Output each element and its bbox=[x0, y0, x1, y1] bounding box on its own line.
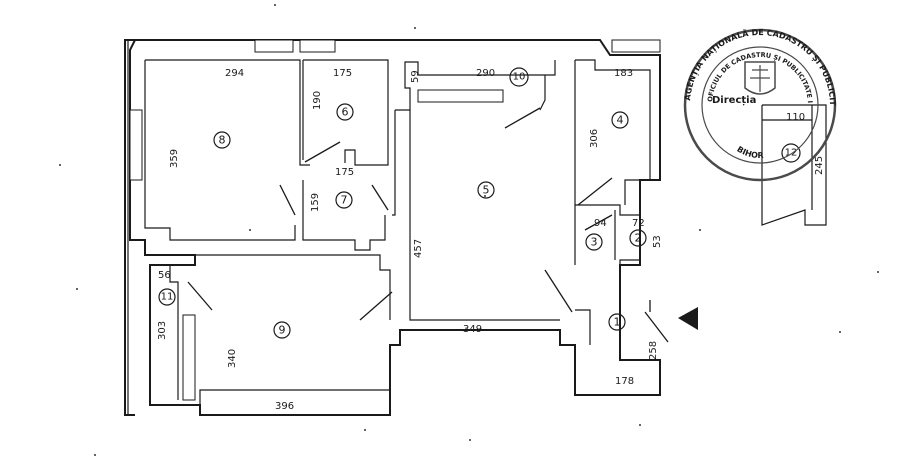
room-marker-7: 7 bbox=[335, 191, 353, 209]
dim-457: 457 bbox=[413, 239, 424, 258]
svg-text:11: 11 bbox=[161, 292, 174, 303]
room-marker-4: 4 bbox=[611, 111, 629, 129]
svg-text:9: 9 bbox=[279, 324, 286, 337]
svg-text:10: 10 bbox=[513, 72, 526, 83]
dimension-labels: 294 175 59 290 183 110 190 306 359 175 1… bbox=[157, 68, 825, 412]
room-marker-8: 8 bbox=[213, 131, 231, 149]
dim-59: 59 bbox=[410, 70, 421, 83]
room-marker-1: 1 bbox=[608, 313, 626, 331]
dim-294: 294 bbox=[225, 68, 244, 79]
dim-396: 396 bbox=[275, 401, 294, 412]
dim-56: 56 bbox=[158, 270, 171, 281]
window-top-right bbox=[611, 39, 661, 53]
dim-178: 178 bbox=[615, 376, 634, 387]
dim-349: 349 bbox=[463, 324, 482, 335]
dim-359: 359 bbox=[169, 149, 180, 168]
window-top-mid bbox=[299, 39, 336, 53]
dim-258: 258 bbox=[648, 341, 659, 360]
interior-walls bbox=[144, 59, 651, 405]
window-left bbox=[129, 109, 143, 181]
entrance-arrow bbox=[678, 307, 698, 330]
dim-183: 183 bbox=[614, 68, 633, 79]
outer-walls bbox=[124, 39, 661, 416]
svg-text:3: 3 bbox=[591, 236, 598, 249]
svg-text:7: 7 bbox=[341, 194, 348, 207]
dim-175-top: 175 bbox=[333, 68, 352, 79]
dim-306: 306 bbox=[589, 129, 600, 148]
dim-110: 110 bbox=[786, 112, 805, 123]
coat-of-arms-icon bbox=[744, 61, 776, 95]
room-numbers: 1 2 3 4 5 6 7 8 9 10 11 12 bbox=[158, 67, 801, 339]
room-marker-2: 2 bbox=[629, 229, 647, 247]
room-marker-12: 12 bbox=[781, 143, 801, 163]
room-marker-9: 9 bbox=[273, 321, 291, 339]
svg-text:12: 12 bbox=[785, 148, 798, 159]
svg-text:5: 5 bbox=[483, 184, 490, 197]
windows bbox=[129, 39, 661, 401]
svg-text:2: 2 bbox=[635, 232, 642, 245]
room-marker-10: 10 bbox=[509, 67, 529, 87]
svg-text:6: 6 bbox=[342, 106, 349, 119]
dim-53: 53 bbox=[652, 235, 663, 248]
window-room-10 bbox=[417, 89, 504, 103]
dim-159: 159 bbox=[310, 193, 321, 212]
dim-190: 190 bbox=[312, 91, 323, 110]
dim-72: 72 bbox=[632, 218, 645, 229]
dim-340: 340 bbox=[227, 349, 238, 368]
room-marker-11: 11 bbox=[158, 288, 176, 306]
stamp-center-text: Direcția bbox=[712, 95, 756, 106]
svg-text:8: 8 bbox=[219, 134, 226, 147]
dim-303: 303 bbox=[157, 321, 168, 340]
room-marker-5: 5 bbox=[477, 181, 495, 199]
dim-175-mid: 175 bbox=[335, 167, 354, 178]
dim-94: 94 bbox=[594, 218, 607, 229]
dim-290: 290 bbox=[476, 68, 495, 79]
svg-text:1: 1 bbox=[614, 316, 621, 329]
dim-245: 245 bbox=[814, 156, 825, 175]
scan-speckles bbox=[59, 4, 879, 456]
svg-text:4: 4 bbox=[617, 114, 624, 127]
doors bbox=[187, 107, 669, 343]
room-marker-6: 6 bbox=[336, 103, 354, 121]
window-top-left bbox=[254, 39, 294, 53]
room-marker-3: 3 bbox=[585, 233, 603, 251]
stamp-bottom-text: BIHOR bbox=[735, 145, 763, 161]
window-balcony bbox=[182, 314, 196, 401]
